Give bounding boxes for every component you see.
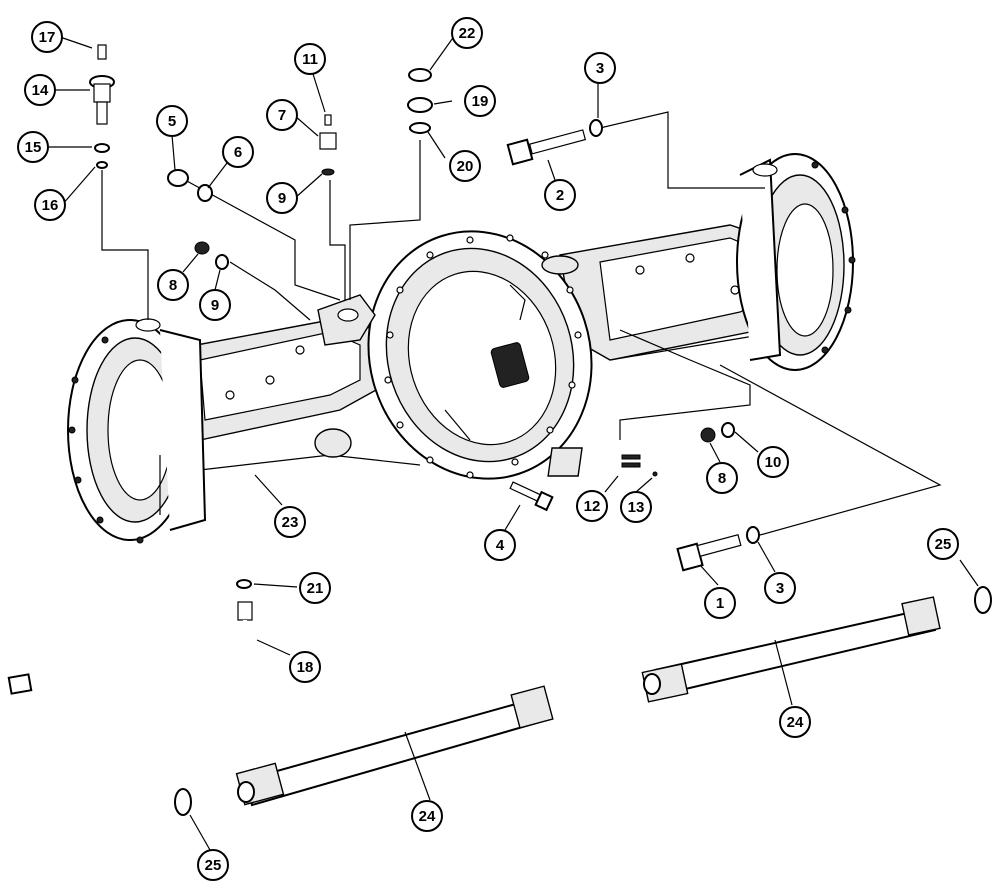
washer-6 xyxy=(197,184,213,202)
svg-text:9: 9 xyxy=(278,190,286,207)
callout-19: 19 xyxy=(464,85,496,117)
bolt-1 xyxy=(676,534,742,572)
svg-text:7: 7 xyxy=(278,107,286,124)
svg-text:11: 11 xyxy=(302,51,318,68)
fitting-14 xyxy=(89,75,115,125)
right-hub-flange xyxy=(736,153,856,371)
bolt-2 xyxy=(506,129,587,166)
washer-3b xyxy=(746,526,760,544)
washer-9b xyxy=(215,254,229,270)
cap-11 xyxy=(324,114,332,126)
svg-text:24: 24 xyxy=(787,714,804,731)
callout-8a: 8 xyxy=(157,269,189,301)
svg-text:3: 3 xyxy=(596,60,604,77)
svg-text:21: 21 xyxy=(307,580,324,597)
svg-text:15: 15 xyxy=(25,139,42,156)
svg-text:20: 20 xyxy=(457,158,474,175)
plate-12 xyxy=(547,447,641,477)
svg-text:8: 8 xyxy=(718,470,726,487)
callout-15: 15 xyxy=(17,131,49,163)
callout-1: 1 xyxy=(704,587,736,619)
washer-9a xyxy=(321,168,335,176)
bolt-4 xyxy=(509,481,554,512)
o-ring-20 xyxy=(409,122,431,134)
svg-text:23: 23 xyxy=(282,514,299,531)
callout-6: 6 xyxy=(222,136,254,168)
callout-8b: 8 xyxy=(706,462,738,494)
o-ring-16 xyxy=(96,161,108,169)
o-ring-25b xyxy=(174,788,192,816)
rivet-13 xyxy=(652,471,658,477)
half-shaft-24a xyxy=(641,596,941,703)
callout-arrows xyxy=(48,34,979,851)
nut-22 xyxy=(408,68,432,82)
ring-21 xyxy=(236,579,252,589)
svg-text:5: 5 xyxy=(168,113,176,130)
breather-7 xyxy=(319,132,337,150)
callout-25b: 25 xyxy=(197,849,229,881)
svg-text:6: 6 xyxy=(234,144,242,161)
pipe-18 xyxy=(7,601,253,733)
svg-text:18: 18 xyxy=(297,659,314,676)
plug-8b xyxy=(700,427,716,443)
plug-5 xyxy=(167,169,189,187)
plug-8a xyxy=(194,241,210,255)
callout-24a: 24 xyxy=(779,706,811,738)
svg-text:25: 25 xyxy=(935,536,952,553)
callout-16: 16 xyxy=(34,189,66,221)
svg-text:8: 8 xyxy=(169,277,177,294)
svg-text:10: 10 xyxy=(765,454,782,471)
callout-2: 2 xyxy=(544,179,576,211)
svg-text:13: 13 xyxy=(628,499,645,516)
svg-text:2: 2 xyxy=(556,187,564,204)
callout-12: 12 xyxy=(576,490,608,522)
callout-3b: 3 xyxy=(764,572,796,604)
callout-7: 7 xyxy=(266,99,298,131)
o-ring-25a xyxy=(974,586,992,614)
callout-18: 18 xyxy=(289,651,321,683)
o-ring-10 xyxy=(721,422,735,438)
washer-3a xyxy=(589,119,603,137)
svg-text:22: 22 xyxy=(459,25,476,42)
svg-text:16: 16 xyxy=(42,197,59,214)
callout-bubbles: 17 14 15 16 5 6 11 7 9 22 19 20 3 2 8 9 … xyxy=(17,17,959,881)
callout-4: 4 xyxy=(484,529,516,561)
leader-lines xyxy=(101,111,942,536)
o-ring-15 xyxy=(94,143,110,153)
callout-17: 17 xyxy=(31,21,63,53)
callout-11: 11 xyxy=(294,43,326,75)
callout-14: 14 xyxy=(24,74,56,106)
plug-17 xyxy=(97,44,107,60)
fitting-19 xyxy=(407,97,433,113)
svg-text:25: 25 xyxy=(205,857,222,874)
callout-10: 10 xyxy=(757,446,789,478)
callout-3a: 3 xyxy=(584,52,616,84)
half-shaft-24b xyxy=(235,685,554,807)
svg-text:19: 19 xyxy=(472,93,489,110)
svg-text:17: 17 xyxy=(39,29,56,46)
svg-text:4: 4 xyxy=(496,537,505,554)
svg-text:1: 1 xyxy=(716,595,724,612)
callout-5: 5 xyxy=(156,105,188,137)
left-hub-flange xyxy=(67,318,207,544)
svg-text:24: 24 xyxy=(419,808,436,825)
ring-bolt-holes xyxy=(384,234,582,479)
svg-text:12: 12 xyxy=(584,498,601,515)
callout-23: 23 xyxy=(274,506,306,538)
svg-text:14: 14 xyxy=(32,82,49,99)
callout-9a: 9 xyxy=(266,182,298,214)
svg-text:9: 9 xyxy=(211,297,219,314)
callout-21: 21 xyxy=(299,572,331,604)
callout-20: 20 xyxy=(449,150,481,182)
callout-25a: 25 xyxy=(927,528,959,560)
callout-9b: 9 xyxy=(199,289,231,321)
axle-housing xyxy=(67,153,856,544)
svg-text:3: 3 xyxy=(776,580,784,597)
callout-22: 22 xyxy=(451,17,483,49)
callout-24b: 24 xyxy=(411,800,443,832)
callout-13: 13 xyxy=(620,491,652,523)
